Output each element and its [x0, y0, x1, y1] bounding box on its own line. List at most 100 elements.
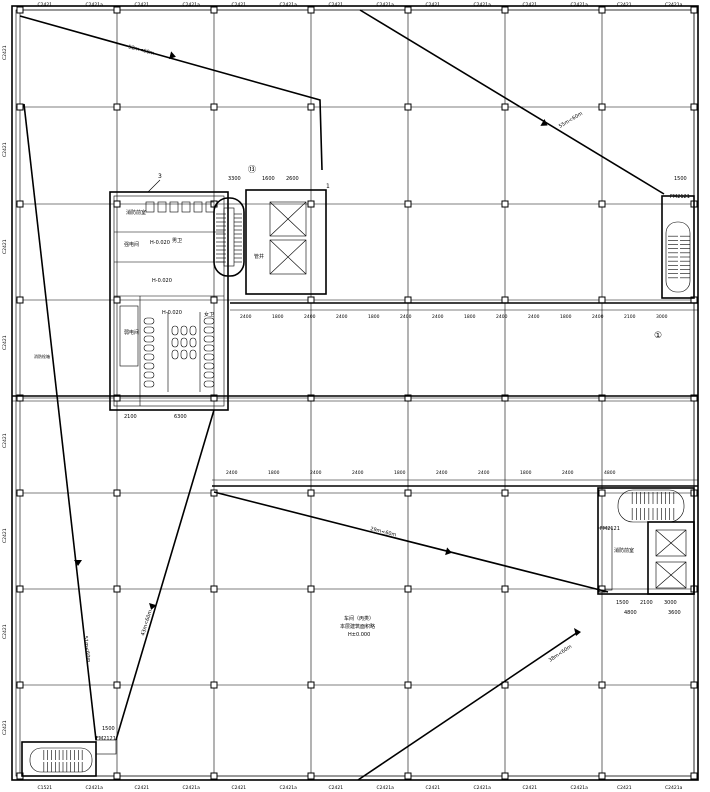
column [404, 6, 412, 14]
toilet-fixture [203, 371, 215, 379]
corridor-dim-upper: 1800 [272, 314, 284, 320]
route-label-6: 38m<60m [548, 644, 574, 664]
east-dim-4800: 4800 [624, 610, 637, 616]
level-label-2: H-0.020 [152, 278, 172, 284]
column [16, 489, 24, 497]
window-code-bottom: C2421 [617, 785, 632, 791]
corridor-dim-lower: 2400 [310, 470, 322, 476]
column [113, 103, 121, 111]
window-code-bottom: C2421a [86, 785, 104, 791]
column [404, 585, 412, 593]
column [690, 103, 698, 111]
corridor-dim-lower: 4800 [604, 470, 616, 476]
room-label-5: 女卫 [204, 311, 214, 318]
column [598, 681, 606, 689]
window-code-top: C2421a [183, 2, 201, 8]
toilet-fixture [143, 380, 155, 388]
corridor-dim-lower: 1800 [520, 470, 532, 476]
window-code-top: C2421 [232, 2, 247, 8]
east-dim-1500: 1500 [616, 600, 629, 606]
corridor-dim-upper: 1800 [560, 314, 572, 320]
toilet-fixture [180, 337, 188, 348]
column [690, 681, 698, 689]
door-code-3: FM2121 [96, 736, 116, 742]
column [598, 103, 606, 111]
column [598, 296, 606, 304]
toilet-fixture [203, 317, 215, 325]
window-code-bottom: C2421 [329, 785, 344, 791]
window-code-left: C2421 [2, 528, 8, 543]
toilet-fixture [203, 335, 215, 343]
route-label-2: 55m<60m [558, 111, 584, 130]
core-dim-2600: 2600 [286, 176, 299, 182]
toilet-fixture [203, 362, 215, 370]
center-note-line-3: H±0.000 [348, 632, 370, 638]
column [16, 585, 24, 593]
level-label-1: H-0.020 [150, 240, 170, 246]
column [404, 489, 412, 497]
dim-6300: 6300 [174, 414, 187, 420]
column [113, 681, 121, 689]
column [307, 103, 315, 111]
corridor-dim-lower: 2400 [478, 470, 490, 476]
stair-west-core [213, 197, 245, 277]
window-code-top: C2421a [280, 2, 298, 8]
column [307, 681, 315, 689]
column [598, 6, 606, 14]
hydrant-note: 消防栓箱 [34, 353, 50, 359]
window-code-bottom: C2421a [377, 785, 395, 791]
column [404, 200, 412, 208]
window-code-top: C2421a [571, 2, 589, 8]
column [404, 296, 412, 304]
column [501, 6, 509, 14]
section-mark: 3 [158, 173, 162, 180]
column [113, 200, 121, 208]
window-code-bottom: C2421a [571, 785, 589, 791]
column [113, 489, 121, 497]
column [16, 296, 24, 304]
column [501, 200, 509, 208]
column [501, 585, 509, 593]
corridor-dim-upper: 2100 [624, 314, 636, 320]
center-note-line-1: 车间（丙类） [344, 615, 374, 622]
outer-walls [11, 5, 699, 781]
toilet-fixture [189, 349, 197, 360]
column [501, 489, 509, 497]
column [16, 681, 24, 689]
column [307, 200, 315, 208]
column [210, 772, 218, 780]
core-dim-3300: 3300 [228, 176, 241, 182]
toilet-fixture [203, 380, 215, 388]
center-note: 车间（丙类） 本层建筑面积略 H±0.000 [340, 615, 375, 638]
corridor-dim-upper: 2400 [400, 314, 412, 320]
axis-mark-a: ① [654, 331, 662, 341]
east-dim-3000: 3000 [664, 600, 677, 606]
column [404, 103, 412, 111]
corridor-dim-upper: 1800 [368, 314, 380, 320]
window-code-bottom: C2421 [232, 785, 247, 791]
toilet-fixture [143, 362, 155, 370]
window-code-bottom: C2421a [665, 785, 683, 791]
toilet-fixture [169, 201, 179, 213]
east-core-room: 消防前室 [614, 547, 634, 554]
column [16, 103, 24, 111]
toilet-fixture [181, 201, 191, 213]
column [307, 296, 315, 304]
corridor-dim-upper: 2400 [528, 314, 540, 320]
column [210, 103, 218, 111]
window-code-top: C2421 [329, 2, 344, 8]
corridor-dim-upper: 2400 [592, 314, 604, 320]
toilet-fixture [171, 349, 179, 360]
corner-mark: 1 [326, 183, 330, 190]
door-code-1: FM2121 [670, 194, 690, 200]
core-room-anteroom: 管井 [254, 253, 264, 260]
window-code-left: C2421 [2, 239, 8, 254]
window-code-top: C2421 [523, 2, 538, 8]
column [210, 681, 218, 689]
toilet-fixture [180, 349, 188, 360]
column [16, 200, 24, 208]
column [598, 489, 606, 497]
corridor-dim-lower: 2400 [436, 470, 448, 476]
corridor-dim-upper: 2400 [240, 314, 252, 320]
